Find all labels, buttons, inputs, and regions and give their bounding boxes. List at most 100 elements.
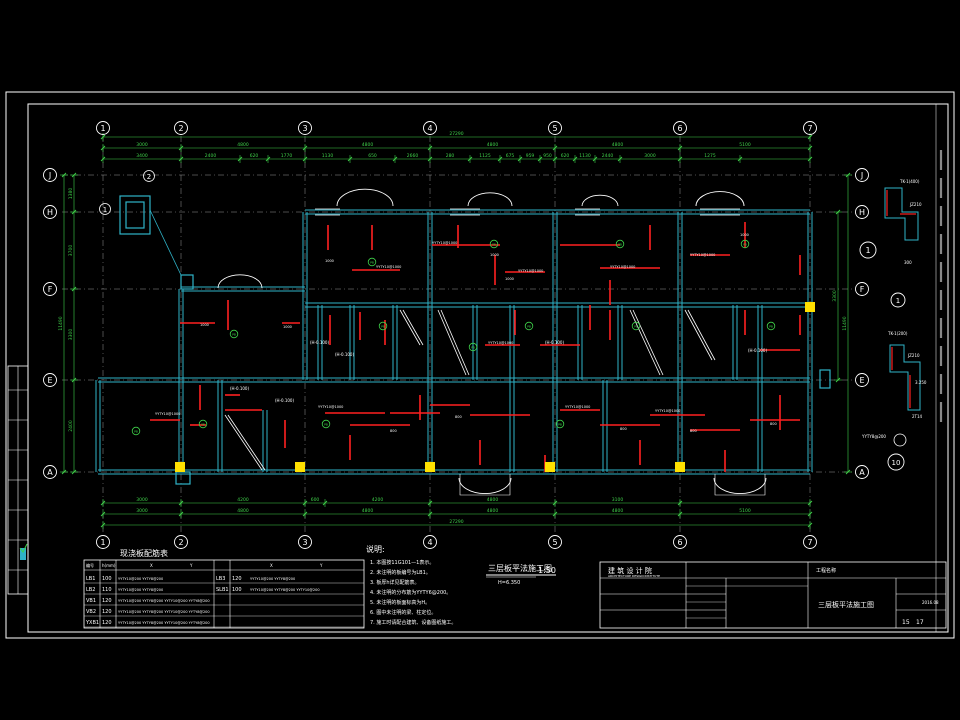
dim-details-top-text: 950	[543, 153, 552, 159]
table-header: Y	[319, 563, 323, 568]
dim-bays-top-text: 4800	[612, 142, 624, 148]
bay-window-arc-south	[458, 477, 512, 495]
beam-annotation: YYTY10@1000	[318, 405, 343, 409]
level-mark: (H-0.100)	[310, 340, 329, 345]
dim-left-inner-text: 1380	[68, 188, 74, 200]
detail-text: TK-1(200)	[887, 331, 908, 336]
slab-diagonal	[437, 309, 467, 376]
dim-details-top-slash	[467, 156, 473, 162]
slab-label: PB	[134, 430, 138, 434]
table-cell-spec: YYTY10@200 YYTY8@200 YYTY10@200	[250, 588, 320, 592]
dimension-note: 800	[770, 422, 777, 426]
small-box	[180, 274, 194, 290]
dim-details-bottom-slash	[807, 500, 813, 506]
column-yellow	[805, 302, 815, 312]
dim-details-top-slash	[265, 156, 271, 162]
axis-bubble-label: 4	[427, 124, 432, 133]
note-item: 1. 本图按11G101—1表示。	[370, 559, 434, 566]
detail-1-label: 1	[865, 246, 870, 255]
dim-details-bottom-text: 4200	[237, 497, 249, 503]
detail-text: TK-1(400)	[899, 179, 920, 184]
dim-details-top-text: 2440	[602, 153, 614, 159]
dim-details-bottom-slash	[178, 500, 184, 506]
slab-label: PB	[201, 423, 205, 427]
column-yellow	[675, 462, 685, 472]
dim-right-inner-slash	[835, 209, 841, 215]
table-cell-id: LB1	[86, 576, 95, 582]
axis-bubble-row-E	[855, 373, 869, 387]
dim-details-top-text: 620	[250, 153, 259, 159]
slab-label-circle	[615, 239, 625, 249]
dimension-note: 800	[390, 429, 397, 433]
slab-diagonal	[684, 309, 713, 361]
slab-label-circle	[367, 257, 377, 267]
table-cell-spec: YYTY10@200 YYTY8@200	[250, 577, 295, 581]
dim-details-top-text: 1770	[281, 153, 293, 159]
title-block-sheet-total: 17	[916, 619, 924, 626]
dim-details-top-slash	[572, 156, 578, 162]
axis-bubble-label: 3	[302, 538, 307, 547]
dim-details-bottom-slash	[427, 500, 433, 506]
axis-bubble-label: 1	[103, 206, 107, 214]
axis-bubble-label: 7	[807, 124, 812, 133]
axis-bubble-label: H	[859, 208, 865, 217]
dim-right-outer-text: 11490	[842, 316, 848, 330]
table-cell-id: VB2	[86, 609, 96, 615]
slab-label: PB	[492, 243, 496, 247]
table-cell-id: LB3	[216, 576, 225, 582]
slab-label-circle	[378, 321, 388, 331]
detail-2-bubble	[890, 292, 906, 308]
slab-diagonal	[224, 414, 263, 471]
detail-text: 3.250	[915, 380, 927, 385]
slab-label: PB	[232, 333, 236, 337]
table-cell-spec: YYTY10@200 YYTY8@200 YYTY10@200 YYTY8@20…	[118, 610, 210, 614]
grid-axis-lines	[62, 136, 852, 534]
table-cell-id: YXB1	[85, 620, 99, 626]
axis-bubble-col-4	[423, 121, 437, 135]
axis-bubble-col-3	[298, 121, 312, 135]
slab-label: PB	[527, 325, 531, 329]
detail-text: JZ210	[909, 202, 922, 207]
slab-label: PB	[618, 243, 622, 247]
level-mark: (H-0.100)	[230, 386, 249, 391]
column-yellow	[425, 462, 435, 472]
beam-annotation: YYTY10@1000	[690, 253, 715, 257]
table-cell-h: 100	[102, 576, 112, 582]
dim-right-outer-slash	[845, 469, 851, 475]
detail-text: JZ210	[907, 353, 920, 358]
beam-annotation: YYTY10@1000	[610, 265, 635, 269]
axis-bubble-label: 7	[807, 538, 812, 547]
detail-text: 2T14	[912, 414, 923, 419]
bay-window-south	[459, 474, 511, 496]
detail-3-bubble	[887, 453, 905, 471]
detail-2-label: 1	[896, 297, 900, 305]
slab-diagonal	[632, 309, 664, 376]
dim-bays-bottom-slash	[302, 511, 308, 517]
dim-bays-bottom-slash	[427, 511, 433, 517]
dim-bays-bottom-slash	[807, 511, 813, 517]
axis-bubble-col-3	[298, 535, 312, 549]
axis-bubble-row-E	[43, 373, 57, 387]
dim-left-inner-text: 2400	[68, 420, 74, 432]
table-cell-id: VB1	[86, 598, 96, 604]
bay-window-south	[714, 474, 766, 496]
bay-window-arc-north	[467, 192, 513, 207]
axis-bubble-label: 1	[100, 124, 105, 133]
dim-details-top-slash	[517, 156, 523, 162]
axis-bubble-row-H	[855, 205, 869, 219]
dim-bays-top-text: 5100	[739, 142, 751, 148]
dim-bays-bottom-text: 4800	[362, 508, 374, 514]
axis-bubble-label: A	[47, 468, 53, 477]
column-yellow	[175, 462, 185, 472]
dim-bays-top-text: 4800	[362, 142, 374, 148]
detail-text: 300	[904, 260, 912, 265]
dim-bays-top-slash	[100, 145, 106, 151]
stair-box-inner	[125, 201, 145, 229]
door-and-window-arcs	[217, 188, 767, 496]
axis-bubble-label: H	[47, 208, 53, 217]
dim-details-top-text: 620	[561, 153, 570, 159]
dim-details-top-slash	[427, 156, 433, 162]
bay-window-arc-south	[713, 477, 767, 495]
